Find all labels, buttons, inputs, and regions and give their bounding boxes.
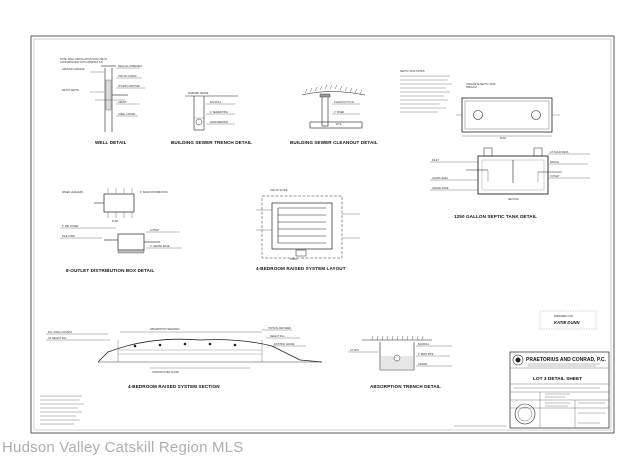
building-sewer-cleanout-drawing: CLEANOUT PLUG 4" RISER WYE (301, 84, 366, 129)
svg-text:GROUT: GROUT (118, 101, 127, 104)
svg-text:CLEANOUT PLUG: CLEANOUT PLUG (334, 101, 354, 104)
well-detail-label: WELL DETAIL (95, 140, 127, 145)
svg-text:4" PERF PIPE: 4" PERF PIPE (418, 353, 434, 356)
svg-text:SECTION: SECTION (508, 198, 519, 201)
svg-text:4" SEWER PIPE: 4" SEWER PIPE (210, 111, 228, 114)
prepared-for-label: PREPARED FOR (554, 315, 573, 318)
svg-text:EXISTING GRADE: EXISTING GRADE (274, 343, 295, 346)
svg-text:SAND BEDDING: SAND BEDDING (210, 121, 228, 124)
absorption-trench-drawing: BACKFILL 4" PERF PIPE GRAVEL 24" MIN (348, 335, 452, 371)
svg-text:OUTLET: OUTLET (150, 229, 160, 232)
svg-text:OF SELECT FILL: OF SELECT FILL (48, 337, 67, 340)
distribution-box-label: 8-OUTLET DISTRIBUTION BOX DETAIL (66, 268, 154, 273)
svg-text:BACKFILL: BACKFILL (210, 101, 222, 104)
svg-text:FROST DEPTH: FROST DEPTH (62, 89, 79, 92)
svg-text:D-BOX: D-BOX (290, 258, 298, 261)
firm-name: PRAETORIUS AND CONRAD, P.C. (526, 357, 607, 363)
svg-text:INLET: INLET (432, 159, 439, 162)
svg-text:4" SOLID DISTRIBUTION: 4" SOLID DISTRIBUTION (140, 191, 168, 194)
firm-logo (512, 354, 524, 366)
svg-text:6" GRAVEL BASE: 6" GRAVEL BASE (150, 245, 170, 248)
building-sewer-trench-drawing: BACKFILL 4" SEWER PIPE SAND BEDDING FINI… (185, 92, 238, 131)
svg-text:24" DIA ACCESS: 24" DIA ACCESS (550, 151, 569, 154)
mls-watermark: Hudson Valley Catskill Region MLS (2, 439, 244, 456)
svg-text:TOPSOIL AND SEED: TOPSOIL AND SEED (268, 327, 291, 330)
absorption-trench-label: ABSORPTION TRENCH DETAIL (370, 384, 441, 389)
septic-tank-plan-drawing: PLAN CONCRETE SEPTIC TANK PRECAST SEPTIC… (400, 70, 560, 140)
svg-text:OUTLET: OUTLET (550, 175, 560, 178)
prepared-for-block (539, 310, 597, 330)
sheet-title: LOT 3 DETAIL SHEET (533, 376, 582, 382)
svg-text:TOE OF SLOPE: TOE OF SLOPE (270, 189, 288, 192)
septic-tank-section-drawing: 24" DIA ACCESS BAFFLE OUTLET INLET LIQUI… (430, 147, 590, 201)
engineer-seal (514, 403, 536, 425)
svg-text:SEPTIC TANK NOTES:: SEPTIC TANK NOTES: (400, 70, 425, 73)
svg-text:SPEED LEVELERS: SPEED LEVELERS (62, 191, 84, 194)
svg-text:FINISHED GRADE: FINISHED GRADE (188, 92, 209, 95)
building-sewer-trench-label: BUILDING SEWER TRENCH DETAIL (171, 140, 252, 145)
septic-tank-label: 1250 GALLON SEPTIC TANK DETAIL (454, 214, 537, 219)
svg-text:BAFFLE: BAFFLE (550, 161, 559, 164)
client-name: KATIE DUNN (554, 320, 580, 325)
raised-system-layout-label: 4-BEDROOM RAISED SYSTEM LAYOUT (256, 266, 346, 271)
svg-text:INLET PIPE: INLET PIPE (62, 235, 75, 238)
svg-text:FILL SHALL CONSIST: FILL SHALL CONSIST (48, 331, 73, 334)
svg-text:GROUND SURFACE: GROUND SURFACE (62, 68, 85, 71)
svg-text:4" RISER: 4" RISER (334, 111, 344, 114)
svg-text:CONCRETE SEPTIC TANK: CONCRETE SEPTIC TANK (466, 83, 496, 86)
svg-text:6" MIN COVER: 6" MIN COVER (62, 225, 79, 228)
svg-text:STEEL CASING: STEEL CASING (118, 113, 135, 116)
svg-text:PITLESS ADAPTER: PITLESS ADAPTER (118, 85, 140, 88)
svg-text:PRECAST: PRECAST (466, 86, 478, 89)
svg-text:BACKFILL: BACKFILL (418, 343, 430, 346)
raised-system-layout-drawing: TOE OF SLOPE D-BOX (256, 189, 360, 261)
svg-text:PLAN: PLAN (500, 137, 507, 140)
svg-text:24" MIN: 24" MIN (350, 349, 359, 352)
svg-text:WYE: WYE (336, 123, 342, 126)
raised-system-section-drawing: FILL SHALL CONSIST OF SELECT FILL ABSORP… (46, 327, 323, 374)
svg-text:SEAL ALL OPENINGS: SEAL ALL OPENINGS (118, 65, 142, 68)
svg-text:GRAVEL BASE: GRAVEL BASE (432, 187, 449, 190)
svg-text:CONFORMANCE WITH APPENDIX 5-B: CONFORMANCE WITH APPENDIX 5-B (60, 61, 103, 64)
building-sewer-cleanout-label: BUILDING SEWER CLEANOUT DETAIL (290, 140, 378, 145)
distribution-box-drawing: PLAN 6" MIN COVER INLET PIPE OUTLET 6" G… (60, 188, 182, 254)
svg-text:ABSORPTION TRENCHES: ABSORPTION TRENCHES (150, 328, 180, 331)
title-block (509, 351, 610, 429)
svg-text:SELECT FILL: SELECT FILL (270, 335, 285, 338)
svg-text:GRAVEL: GRAVEL (418, 363, 428, 366)
margin-notes (40, 395, 506, 427)
well-detail-drawing: SEAL ALL OPENINGS TOP OF CASING PITLESS … (60, 58, 145, 132)
svg-text:CONSTRUCTED SLOPE: CONSTRUCTED SLOPE (152, 371, 179, 374)
sheet-border (30, 35, 615, 434)
raised-system-section-label: 4-BEDROOM RAISED SYSTEM SECTION (128, 384, 220, 389)
svg-text:PLAN: PLAN (112, 220, 119, 223)
svg-text:TOP OF CASING: TOP OF CASING (118, 75, 137, 78)
svg-text:LIQUID LEVEL: LIQUID LEVEL (432, 177, 449, 180)
svg-text:NOTE: WELL INSTALLATION SHALL: NOTE: WELL INSTALLATION SHALL BE IN (60, 58, 107, 61)
